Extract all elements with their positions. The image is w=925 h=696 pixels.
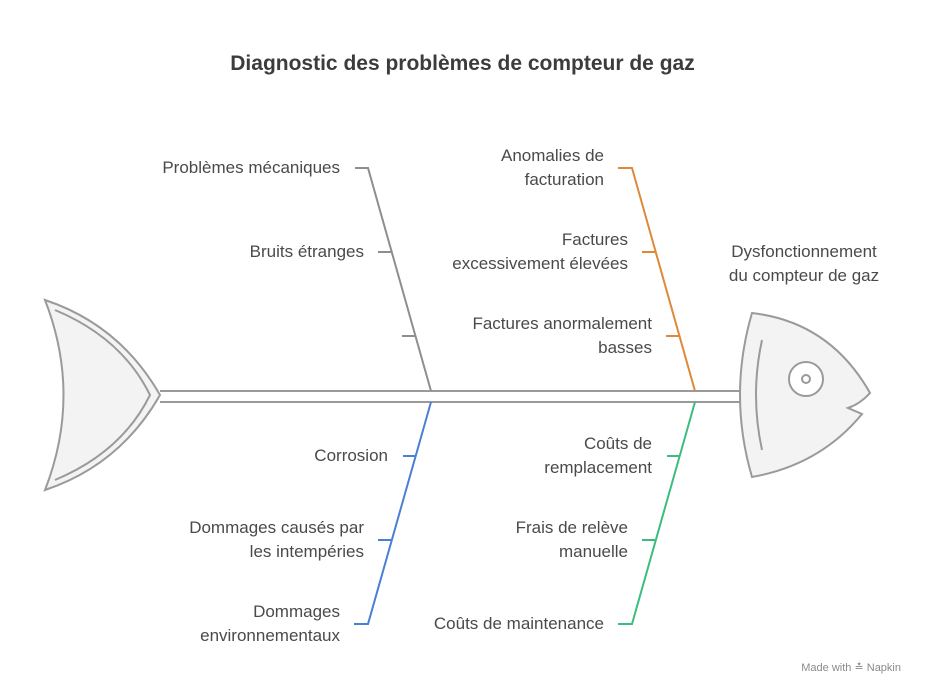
cause-bruits-etranges: Bruits étranges — [249, 242, 364, 261]
effect-line-2: du compteur de gaz — [728, 266, 880, 285]
fish-spine — [160, 390, 745, 403]
cause-factures-basses-line-1: Factures anormalement — [472, 314, 652, 333]
cause-factures-basses: Factures anormalement basses — [472, 312, 652, 360]
bone-mechanical — [355, 167, 432, 392]
cause-remplacement-line-2: remplacement — [544, 458, 652, 477]
effect-line-1: Dysfonctionnement — [731, 242, 877, 261]
category-mechanical-label: Problèmes mécaniques — [162, 158, 340, 177]
cause-intemperies-line-2: les intempéries — [249, 542, 364, 561]
category-costs-label: Coûts de maintenance — [433, 614, 604, 633]
napkin-logo-icon: ≛ — [854, 662, 864, 674]
bone-environment — [354, 401, 432, 625]
category-billing-label: Anomalies de facturation — [501, 144, 604, 192]
diagram-title: Diagnostic des problèmes de compteur de … — [230, 52, 695, 75]
cause-intemperies-line-1: Dommages causés par — [189, 518, 364, 537]
cause-corrosion: Corrosion — [314, 446, 388, 465]
bone-billing — [618, 167, 696, 392]
category-billing-line-2: facturation — [524, 170, 604, 189]
fish-pupil — [801, 374, 811, 384]
effect-label: Dysfonctionnement du compteur de gaz — [712, 240, 896, 288]
fish-tail-inner — [54, 309, 152, 481]
cause-releve-line-1: Frais de relève — [515, 518, 628, 537]
fish-eye — [788, 361, 824, 397]
cause-factures-elevees-line-1: Factures — [561, 230, 628, 249]
made-with-text: Made with — [801, 662, 852, 674]
cause-factures-basses-line-2: basses — [598, 338, 652, 357]
cause-factures-elevees-line-2: excessivement élevées — [452, 254, 628, 273]
category-billing-line-1: Anomalies de — [500, 146, 604, 165]
cause-factures-elevees: Factures excessivement élevées — [452, 228, 628, 276]
cause-remplacement: Coûts de remplacement — [544, 432, 652, 480]
category-environment-label: Dommages environnementaux — [200, 600, 340, 648]
fish-gill — [755, 339, 763, 451]
cause-releve-manuelle: Frais de relève manuelle — [516, 516, 628, 564]
fish-tail — [43, 298, 162, 492]
bone-costs — [618, 401, 696, 625]
cause-remplacement-line-1: Coûts de — [583, 434, 652, 453]
footer-credit: Made with ≛ Napkin — [801, 661, 901, 674]
cause-releve-line-2: manuelle — [559, 542, 628, 561]
category-environment-line-2: environnementaux — [200, 626, 340, 645]
napkin-brand: Napkin — [866, 662, 901, 674]
category-environment-line-1: Dommages — [253, 602, 340, 621]
cause-intemperies: Dommages causés par les intempéries — [189, 516, 364, 564]
